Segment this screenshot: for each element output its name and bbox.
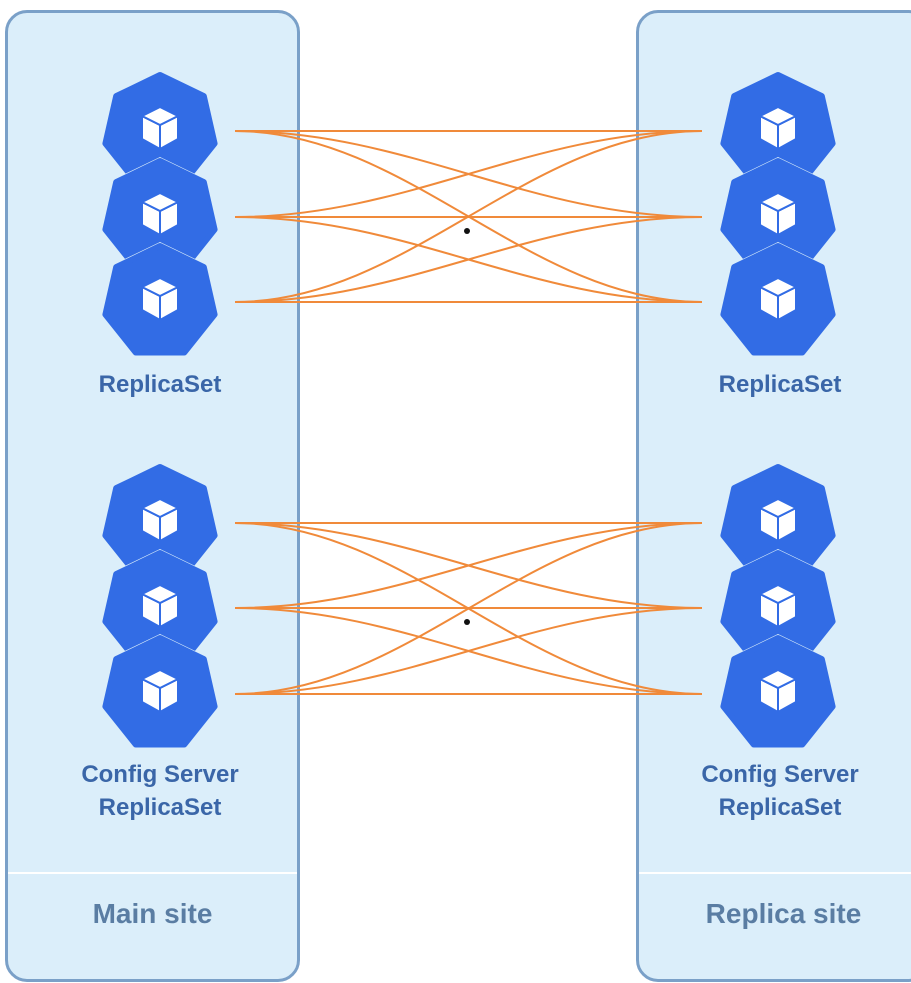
config-server-label-replica: Config Server ReplicaSet [701,761,859,821]
kubernetes-pod-icon [101,71,219,186]
link-g1-1-0 [234,522,703,609]
replica-site-label: Replica site [705,898,862,929]
crossing-mark-top [464,228,470,234]
kubernetes-pod-icon [101,242,219,357]
kubernetes-pod-icon [719,242,837,357]
pod-node-main-3 [100,240,220,360]
pod-node-main-1 [100,69,220,189]
pod-node-replica-1 [718,69,838,189]
kubernetes-pod-icon [101,549,219,664]
replica-site-divider [639,872,911,874]
pod-node-replica-3 [718,240,838,360]
link-g1-2-0 [234,522,703,695]
link-g0-2-1 [234,216,703,303]
link-g0-2-0 [234,130,703,303]
kubernetes-pod-icon [101,157,219,272]
crossing-mark-bottom [464,619,470,625]
link-g0-1-0 [234,130,703,218]
main-site-label: Main site [92,898,213,929]
main-site-divider [8,872,297,874]
kubernetes-pod-icon [101,634,219,749]
pod-node-main-5 [100,547,220,667]
kubernetes-pod-icon [719,634,837,749]
pod-node-main-6 [100,632,220,752]
config-server-label-main: Config Server ReplicaSet [81,761,239,821]
kubernetes-pod-icon [719,71,837,186]
pod-node-replica-6 [718,632,838,752]
replicaset-label-main: ReplicaSet [98,371,222,398]
replicaset-label-replica: ReplicaSet [718,371,842,398]
pod-node-main-2 [100,155,220,275]
link-g1-2-1 [234,607,703,695]
kubernetes-pod-icon [719,157,837,272]
pod-node-replica-2 [718,155,838,275]
